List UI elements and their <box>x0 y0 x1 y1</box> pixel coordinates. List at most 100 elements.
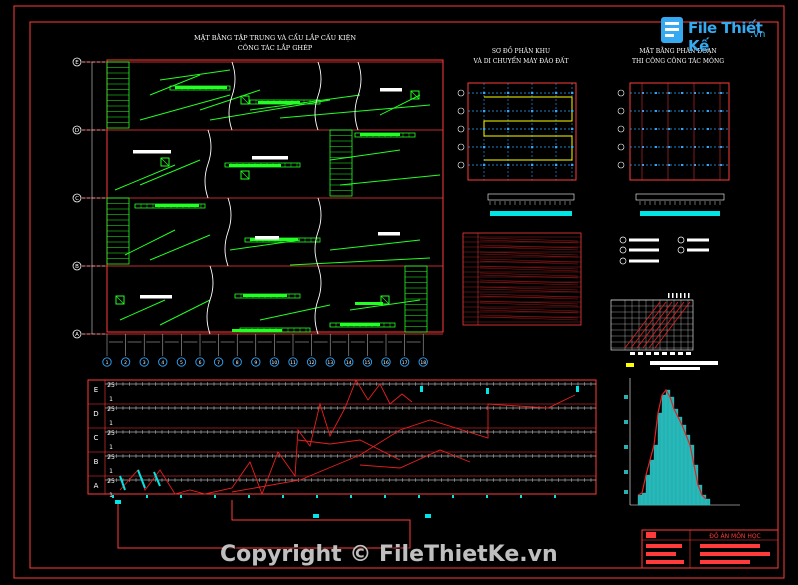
break-line <box>354 61 362 131</box>
foundation-node <box>707 164 709 166</box>
histogram-bar <box>641 492 647 506</box>
histogram-bar <box>677 416 683 506</box>
schedule-scale-top: 25 <box>107 454 115 461</box>
progress-mini-chart <box>610 293 694 355</box>
histogram-y-label <box>624 470 628 474</box>
foundation-node <box>642 164 644 166</box>
foundation-node <box>668 92 670 94</box>
table-text-line <box>479 286 579 291</box>
zoning-bubble <box>457 89 465 97</box>
grid-bubble-col <box>102 357 112 367</box>
crane-boom <box>119 299 166 321</box>
crane-symbol-cross <box>240 170 250 180</box>
zoning-node <box>555 146 557 148</box>
grid-label-col: 4 <box>161 360 164 366</box>
title-block-text: ĐỒ ÁN MÔN HỌC <box>709 531 761 540</box>
break-line <box>224 197 232 267</box>
schedule-progress-line <box>231 394 576 493</box>
zoning-bubble <box>457 107 465 115</box>
foundation-dim-bar <box>635 193 725 201</box>
legend-bubble <box>677 246 685 254</box>
zoning-outline <box>467 82 577 181</box>
stair-block <box>329 129 353 197</box>
crane-symbol <box>380 295 390 305</box>
schedule-marker <box>486 388 489 394</box>
mini-chart-label <box>662 352 667 355</box>
foundation-node <box>642 92 644 94</box>
table-text-line <box>479 244 579 249</box>
foundation-node <box>655 110 657 112</box>
plan-title-line2: CÔNG TÁC LẮP GHÉP <box>238 42 313 52</box>
table-text-line <box>479 279 579 284</box>
zoning-node <box>531 110 533 112</box>
crane-symbol <box>160 157 170 167</box>
grid-bubble-col <box>325 357 335 367</box>
break-line <box>314 265 322 335</box>
grid-label-col: 13 <box>327 360 333 366</box>
crane-boom <box>149 234 211 261</box>
histogram-bar <box>669 396 675 506</box>
histogram-bar <box>665 389 671 506</box>
histogram-bar <box>657 412 663 506</box>
foundation-node <box>642 128 644 130</box>
foundation-staging-plan <box>617 82 730 216</box>
zoning-bubble <box>457 143 465 151</box>
crane-boom <box>229 239 301 251</box>
histogram-legend-text <box>650 361 718 365</box>
brand-domain: .vn <box>750 29 766 40</box>
zoning-node <box>531 164 533 166</box>
grid-bubble-row <box>72 57 82 67</box>
foundation-node <box>694 146 696 148</box>
annotation-label <box>140 295 172 299</box>
mini-chart-series <box>648 301 685 349</box>
beam-label-bar <box>232 329 282 332</box>
table-text-line <box>479 274 579 279</box>
legend-text-bar <box>687 248 709 252</box>
foundation-node <box>668 146 670 148</box>
crane-symbol-cross <box>380 295 390 305</box>
crane-symbol <box>115 295 125 305</box>
schedule-scale-bottom: 1 <box>109 492 113 499</box>
crane-symbol <box>240 95 250 105</box>
zoning-node <box>507 128 509 130</box>
title-block-logo <box>646 532 656 538</box>
beam-label-bar <box>355 302 383 305</box>
brand-name: File Thiết Kế <box>688 19 763 55</box>
schedule-row-label: E <box>94 386 98 394</box>
histogram-bar <box>685 434 691 506</box>
crane-boom <box>329 239 421 251</box>
zoning-title-line2: VÀ DI CHUYỂN MÁY ĐÀO ĐẤT <box>473 57 569 65</box>
grid-label-col: 17 <box>402 360 408 366</box>
table-text-line <box>479 302 579 307</box>
foundation-bubble <box>617 89 625 97</box>
zoning-node <box>507 110 509 112</box>
grid-label-col: 1 <box>106 360 109 366</box>
mini-chart-series <box>654 301 691 349</box>
legend-bubble <box>677 236 685 244</box>
mini-chart-tick <box>680 293 682 298</box>
grid-bubble-col <box>232 357 242 367</box>
beam-label-bar <box>175 86 227 89</box>
stair-block <box>106 197 130 265</box>
grid-label-col: 8 <box>236 360 239 366</box>
mini-chart-series <box>636 301 673 349</box>
table-text-line <box>479 307 579 312</box>
foundation-node <box>655 146 657 148</box>
histogram-legend-text <box>660 367 700 370</box>
crane-symbol-cross <box>160 157 170 167</box>
grid-bubble-col <box>269 357 280 367</box>
table-text-line <box>479 300 579 305</box>
mini-chart-label <box>638 352 643 355</box>
foundation-node <box>694 164 696 166</box>
zoning-node <box>507 164 509 166</box>
grid-bubble-col <box>176 357 187 367</box>
foundation-node <box>720 110 722 112</box>
foundation-node <box>668 164 670 166</box>
grid-label-col: 15 <box>365 360 371 366</box>
grid-bubble-row <box>72 329 82 339</box>
mini-chart-series <box>630 301 667 349</box>
grid-bubble-row <box>72 193 82 203</box>
foundation-node <box>694 110 696 112</box>
foundation-node <box>694 128 696 130</box>
